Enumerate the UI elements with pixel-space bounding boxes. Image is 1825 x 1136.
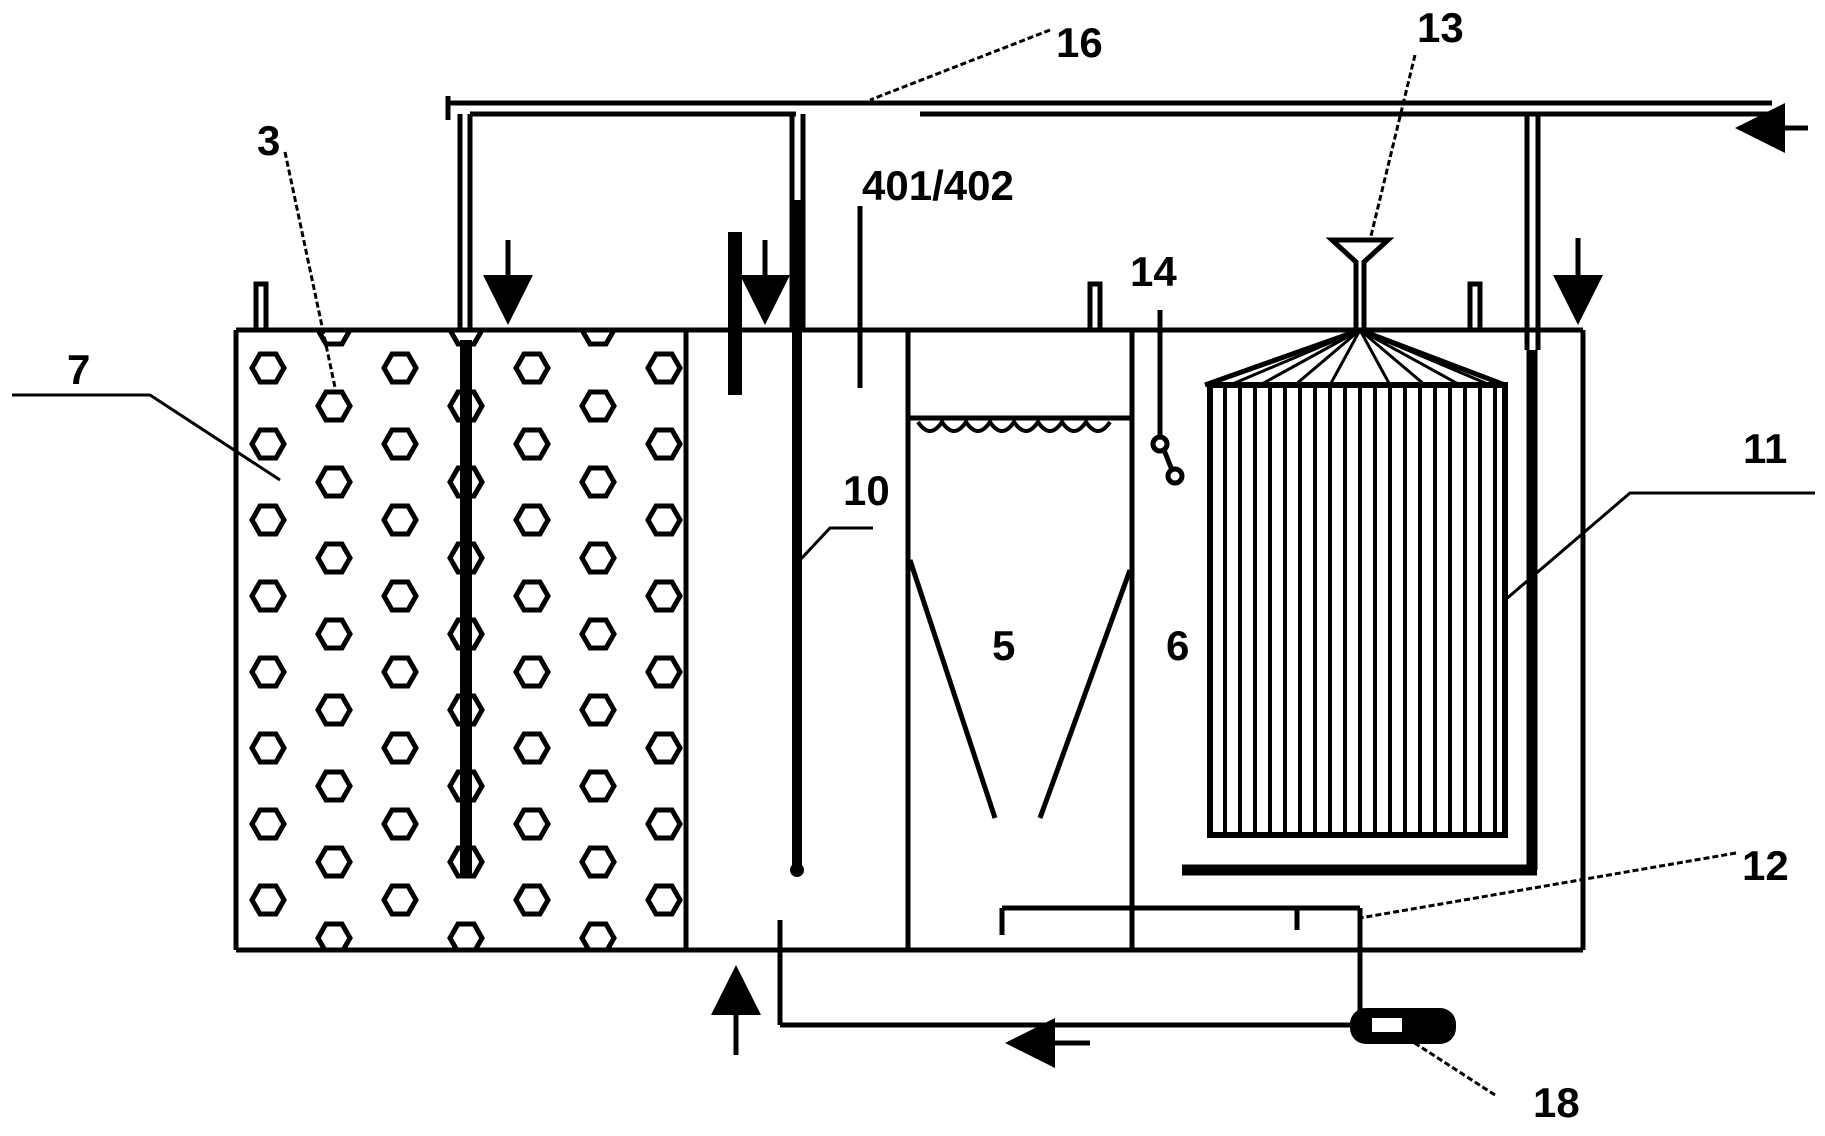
label-12: 12 <box>1742 842 1789 889</box>
label-18: 18 <box>1533 1079 1580 1126</box>
label-401-402: 401/402 <box>862 162 1014 209</box>
distribution-pipe-16 <box>445 96 1808 350</box>
label-14: 14 <box>1130 248 1177 295</box>
label-5: 5 <box>992 622 1015 669</box>
level-sensor-14 <box>1150 310 1185 486</box>
pump-18 <box>1350 1008 1456 1044</box>
label-13: 13 <box>1417 4 1464 51</box>
label-11: 11 <box>1743 425 1787 472</box>
label-16: 16 <box>1056 19 1103 66</box>
leader-lines <box>12 28 1815 1097</box>
aeration-pipe-right <box>1182 350 1538 876</box>
label-10: 10 <box>843 467 890 514</box>
settling-zone-5 <box>905 330 1135 950</box>
label-3: 3 <box>257 117 280 164</box>
flow-arrows <box>483 238 1603 1068</box>
inlet-chamber <box>728 200 863 877</box>
membrane-module-11 <box>1204 327 1508 838</box>
recirculation-pipe-12 <box>777 905 1363 1028</box>
tank-vents <box>253 281 1483 330</box>
outlet-funnel-13 <box>1325 237 1395 333</box>
label-7: 7 <box>67 346 90 393</box>
label-6: 6 <box>1166 622 1189 669</box>
